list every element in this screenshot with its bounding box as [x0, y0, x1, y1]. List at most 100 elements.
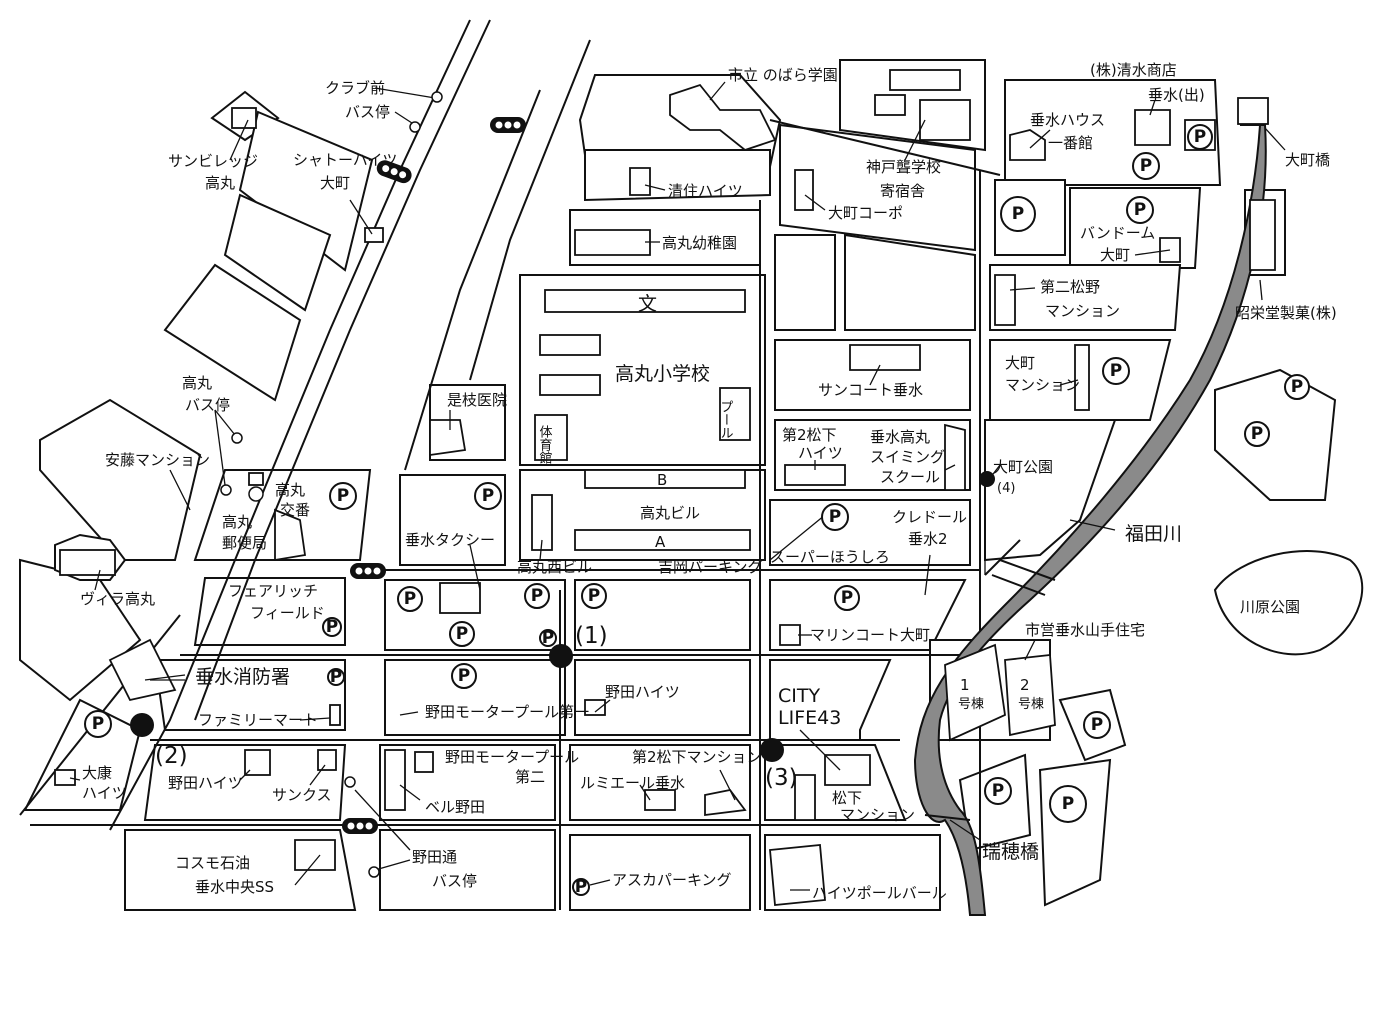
- svg-text:P: P: [1194, 127, 1206, 147]
- block-citylife: [769, 659, 892, 741]
- bus-stop-icon: [344, 776, 356, 788]
- label-omachi-copo: 大町コーポ: [828, 204, 903, 222]
- leader-omachi-bashi: [1264, 127, 1286, 151]
- building-noda-heights: [584, 699, 606, 716]
- label-daiko-1: 大康: [82, 764, 112, 782]
- label-daiko-2: ハイツ: [82, 784, 127, 802]
- leader-deaf: [904, 119, 926, 161]
- traffic-signal-icon: [490, 117, 526, 133]
- label-marker-4: (4): [997, 481, 1015, 496]
- block-copo: [779, 123, 976, 252]
- svg-text:P: P: [337, 486, 349, 506]
- building-marine: [779, 624, 801, 646]
- traffic-signal-icon: [350, 563, 386, 579]
- svg-text:P: P: [482, 486, 494, 506]
- block-parking-empty: [574, 579, 751, 651]
- building-deaf-3: [919, 99, 971, 141]
- parking-icon: P: [1132, 152, 1160, 180]
- leader-villa: [94, 569, 101, 591]
- label-nishi-bldg: 高丸西ビル: [517, 558, 592, 576]
- leader-sanks: [309, 764, 326, 786]
- svg-text:P: P: [829, 507, 841, 527]
- label-sanks: サンクス: [272, 786, 332, 804]
- leader-shoei: [1259, 279, 1263, 301]
- leader-nohara: [709, 81, 726, 101]
- svg-text:P: P: [404, 589, 416, 609]
- svg-text:P: P: [456, 624, 468, 644]
- building-matsushita-mansion: [794, 774, 816, 821]
- label-super-houshiro: スーパーほうしろ: [770, 548, 890, 566]
- block-fairrich: [193, 577, 346, 646]
- building-nohara: [669, 83, 777, 152]
- label-chateau-2: 大町: [320, 174, 350, 192]
- building-lumiere: [644, 789, 676, 811]
- label-omachi-mansion-2: マンション: [1005, 376, 1080, 394]
- building-bldg-a: [574, 529, 751, 551]
- label-yoshioka: 吉岡パーキング: [658, 558, 763, 576]
- label-kawahara-park: 川原公園: [1240, 598, 1300, 616]
- label-gym: 体育館: [537, 425, 553, 464]
- leader-matsuno: [1009, 287, 1036, 291]
- svg-text:P: P: [542, 628, 554, 648]
- building-bldg-b: [584, 469, 746, 489]
- block-east-2: [844, 233, 976, 331]
- label-familymart: ファミリーマート: [198, 711, 318, 729]
- svg-text:P: P: [992, 781, 1004, 801]
- leader-citylife: [799, 729, 841, 771]
- label-taxi: 垂水タクシー: [405, 531, 495, 549]
- block-kawahara-park: [1213, 550, 1364, 656]
- leader-lines: [69, 81, 1286, 891]
- leader-tarumi-house: [1029, 129, 1051, 149]
- svg-text:P: P: [1062, 794, 1074, 814]
- leader-club-bus: [374, 87, 436, 99]
- building-deaf-1: [889, 69, 961, 91]
- building-fire: [108, 638, 177, 702]
- river-channel: [913, 124, 1267, 916]
- label-club-mae-2: バス停: [345, 103, 390, 121]
- traffic-signals: [342, 117, 526, 834]
- label-shiei: 市営垂水山手住宅: [1025, 621, 1145, 639]
- label-koban-2: 交番: [280, 501, 310, 519]
- label-pool: プール: [718, 400, 733, 439]
- label-swim-3: スクール: [880, 468, 940, 486]
- leader-daiko: [69, 777, 81, 781]
- label-boulevard: ハイツポールバール: [812, 884, 947, 902]
- label-citylife-1: CITY: [778, 685, 820, 707]
- label-asuka: アスカパーキング: [612, 871, 732, 889]
- label-nohara: 市立 のばら学園: [728, 66, 838, 84]
- road-main-diagonal-2: [194, 19, 491, 721]
- label-omachi-park: 大町公園: [993, 458, 1053, 476]
- label-matsuno-2: マンション: [1045, 302, 1120, 320]
- block-east-1: [774, 234, 836, 331]
- building-deaf-2: [874, 94, 906, 116]
- label-noda-heights: 野田ハイツ: [605, 683, 680, 701]
- svg-text:P: P: [1134, 200, 1146, 220]
- parking-icon: P: [524, 583, 550, 609]
- road-mid-north: [769, 119, 1001, 176]
- building-suncourt: [849, 344, 921, 371]
- building-motor2: [414, 751, 434, 773]
- label-suncourt: サンコート垂水: [818, 381, 923, 399]
- label-post-2: 郵便局: [222, 534, 267, 552]
- label-korieda: 是枝医院: [447, 391, 507, 409]
- leader-chateau: [349, 199, 373, 235]
- building-nishi: [531, 494, 553, 551]
- parking-icon: P: [821, 503, 849, 531]
- parking-icon: P: [1126, 196, 1154, 224]
- building-seiju: [629, 167, 651, 196]
- label-villa: ヴィラ高丸: [80, 590, 155, 608]
- block-asuka: [569, 834, 751, 911]
- label-marker-3: (3): [765, 765, 798, 791]
- building-pool: [719, 387, 751, 441]
- traffic-signal-icon: [376, 160, 412, 184]
- building-daiko: [54, 769, 76, 786]
- leader-lumiere: [639, 784, 651, 801]
- parking-icon: P: [397, 586, 423, 612]
- block-matsuno: [989, 264, 1182, 331]
- leader-yoshioka: [769, 514, 826, 561]
- leader-bell: [399, 784, 421, 801]
- leader-noda-motor-1: [399, 711, 419, 716]
- label-fairrich-2: フィールド: [250, 604, 325, 622]
- svg-text:P: P: [92, 714, 104, 734]
